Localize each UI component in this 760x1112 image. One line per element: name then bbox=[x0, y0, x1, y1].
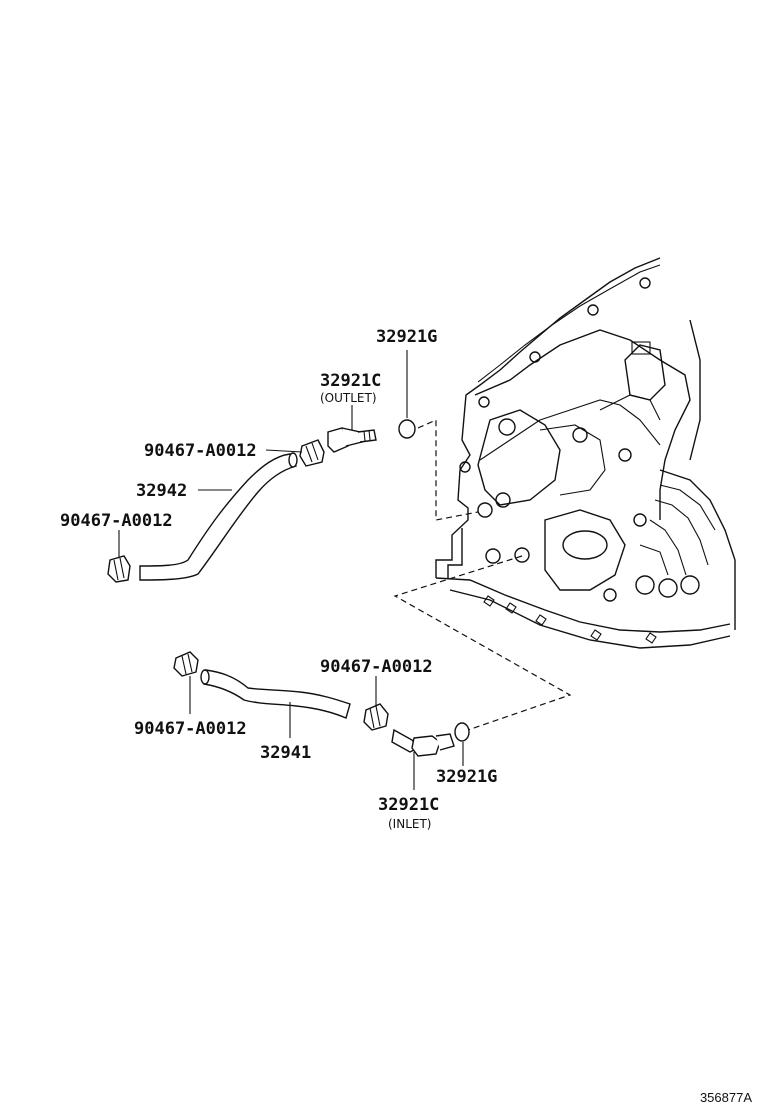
dashed-leader-lines bbox=[393, 419, 572, 731]
label-hose-lower: 32941 bbox=[260, 743, 311, 763]
illustration-id: 356877A bbox=[700, 1090, 752, 1105]
label-hose-upper: 32942 bbox=[136, 481, 187, 501]
label-inlet-note: (INLET) bbox=[388, 817, 431, 831]
label-clip-lower-right: 90467-A0012 bbox=[320, 657, 433, 677]
label-leader-lines bbox=[118, 350, 464, 790]
inlet-union-32921C[interactable] bbox=[391, 728, 455, 757]
outlet-union-32921C[interactable] bbox=[327, 427, 377, 453]
label-outlet-note: (OUTLET) bbox=[320, 391, 377, 405]
upper-gasket-32921G[interactable] bbox=[398, 419, 416, 439]
lower-gasket-32921G[interactable] bbox=[454, 722, 470, 742]
label-clip-upper-right: 90467-A0012 bbox=[144, 441, 257, 461]
label-clip-lower-left: 90467-A0012 bbox=[134, 719, 247, 739]
label-union-inlet: 32921C bbox=[378, 795, 439, 815]
label-gasket-lower: 32921G bbox=[436, 767, 497, 787]
hose-32942[interactable] bbox=[139, 452, 298, 581]
clip-lower-left[interactable] bbox=[173, 651, 199, 677]
clip-lower-right[interactable] bbox=[363, 703, 389, 731]
clip-upper-left[interactable] bbox=[107, 555, 131, 583]
label-union-outlet: 32921C bbox=[320, 371, 381, 391]
label-gasket-upper: 32921G bbox=[376, 327, 437, 347]
clip-upper-right[interactable] bbox=[299, 439, 325, 467]
transmission-case-drawing bbox=[435, 257, 736, 649]
label-clip-upper-left: 90467-A0012 bbox=[60, 511, 173, 531]
hose-32941[interactable] bbox=[200, 669, 351, 719]
